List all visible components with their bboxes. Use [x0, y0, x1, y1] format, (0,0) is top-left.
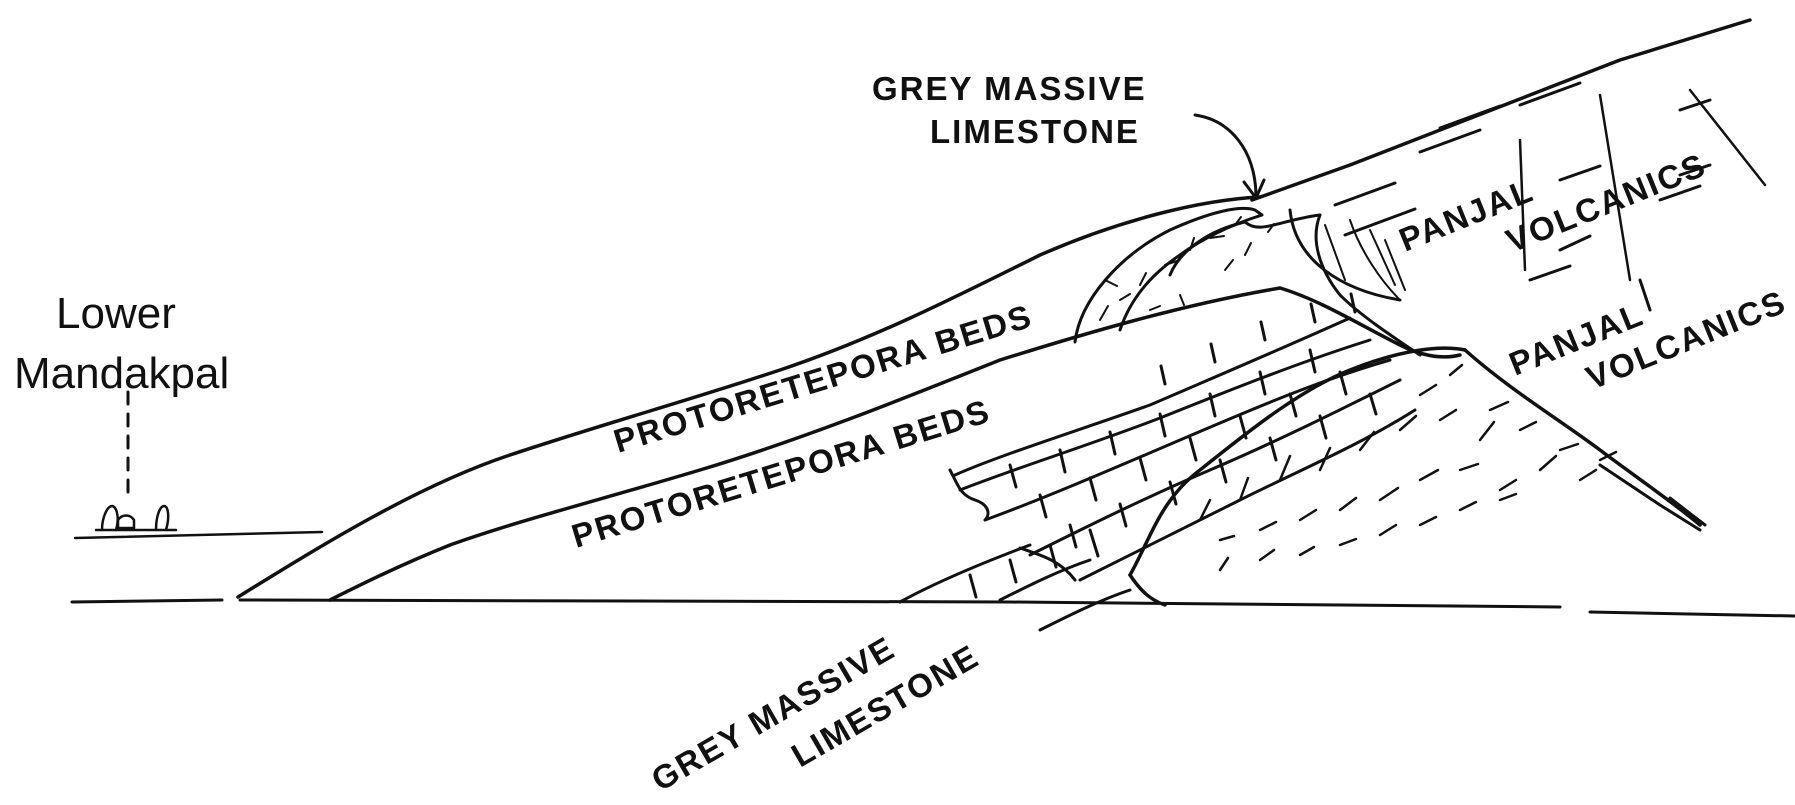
fault-lines [1600, 465, 1705, 530]
volcanics-texture [1200, 365, 1616, 570]
label-grey-massive-top-line1: GREY MASSIVE [872, 70, 1147, 107]
pointer-arrow [1195, 115, 1256, 195]
limestone-cap-texture [1100, 217, 1274, 320]
village-symbol-icon [96, 506, 176, 530]
label-protoretepora-beds-upper: PROTORETEPORA BEDS [609, 297, 1037, 460]
label-grey-massive-top-line2: LIMESTONE [930, 113, 1140, 150]
ground-surface [72, 532, 1795, 616]
locality-name-line1: Lower [56, 289, 176, 338]
limestone-cap-top [1075, 208, 1420, 355]
locality-marker: Lower Mandakpal [14, 289, 229, 530]
label-grey-massive-limestone-top: GREY MASSIVE LIMESTONE [872, 70, 1264, 198]
locality-name-line2: Mandakpal [14, 349, 229, 398]
